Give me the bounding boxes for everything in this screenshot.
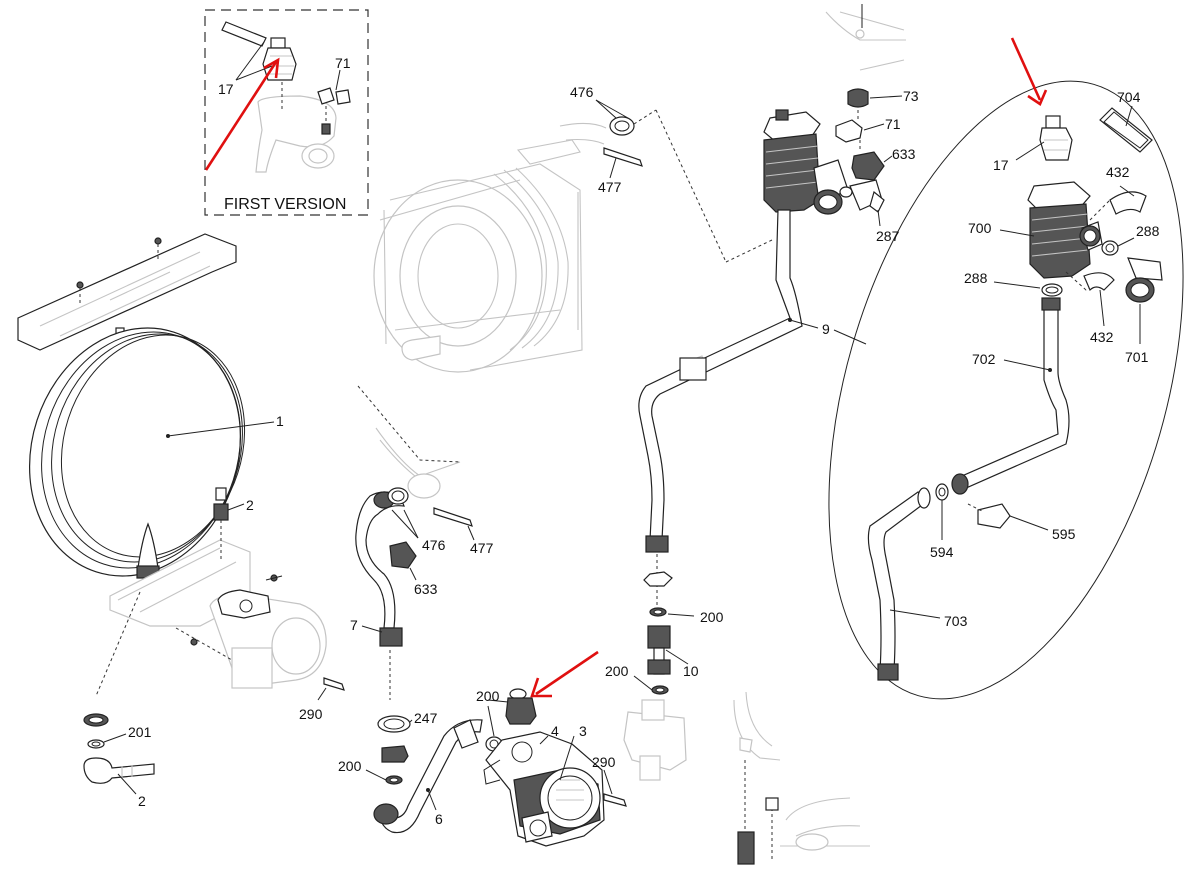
label-6: 6: [435, 811, 443, 827]
label-71: 71: [335, 55, 351, 71]
valve-assembly-centre: [623, 88, 903, 781]
first-version-inset: [204, 9, 369, 216]
seal-clip-upper: [559, 99, 773, 263]
label-476: 476: [422, 537, 446, 553]
label-700: 700: [968, 220, 992, 236]
part-number-labels: FIRST VERSION 17 71 476 477 73 71 633 28…: [128, 55, 1160, 827]
expansion-vessel: [17, 233, 275, 579]
label-200: 200: [338, 758, 362, 774]
label-432: 432: [1106, 164, 1130, 180]
label-701: 701: [1125, 349, 1149, 365]
label-7: 7: [350, 617, 358, 633]
label-1: 1: [276, 413, 284, 429]
pipe-7-assembly: [355, 385, 475, 647]
label-4: 4: [551, 723, 559, 739]
label-287: 287: [876, 228, 900, 244]
label-477: 477: [470, 540, 494, 556]
pump-bottom: [317, 650, 627, 847]
label-288: 288: [964, 270, 988, 286]
label-200: 200: [605, 663, 629, 679]
label-633: 633: [414, 581, 438, 597]
label-432: 432: [1090, 329, 1114, 345]
label-633: 633: [892, 146, 916, 162]
heat-exchanger-ghost: [373, 139, 583, 373]
label-594: 594: [930, 544, 954, 560]
label-290: 290: [299, 706, 323, 722]
caption-first-version: FIRST VERSION: [224, 196, 346, 213]
label-3: 3: [579, 723, 587, 739]
label-9: 9: [822, 321, 830, 337]
label-704: 704: [1117, 89, 1141, 105]
label-702: 702: [972, 351, 996, 367]
fitting-2-upper: [213, 487, 245, 560]
red-arrows: [204, 37, 1048, 698]
label-17: 17: [993, 157, 1009, 173]
label-477: 477: [598, 179, 622, 195]
label-73: 73: [903, 88, 919, 104]
vessel-connection-fittings: [83, 591, 155, 795]
label-200: 200: [700, 609, 724, 625]
label-476: 476: [570, 84, 594, 100]
label-703: 703: [944, 613, 968, 629]
label-10: 10: [683, 663, 699, 679]
label-201: 201: [128, 724, 152, 740]
pump-base-ghost: [109, 539, 327, 689]
lower-right-ghost: [733, 4, 906, 865]
label-2: 2: [138, 793, 146, 809]
label-288: 288: [1136, 223, 1160, 239]
replacement-kit-ellipse: [828, 80, 1184, 700]
label-17: 17: [218, 81, 234, 97]
label-200: 200: [476, 688, 500, 704]
label-290: 290: [592, 754, 616, 770]
label-595: 595: [1052, 526, 1076, 542]
label-2: 2: [246, 497, 254, 513]
label-247: 247: [414, 710, 438, 726]
label-71: 71: [885, 116, 901, 132]
